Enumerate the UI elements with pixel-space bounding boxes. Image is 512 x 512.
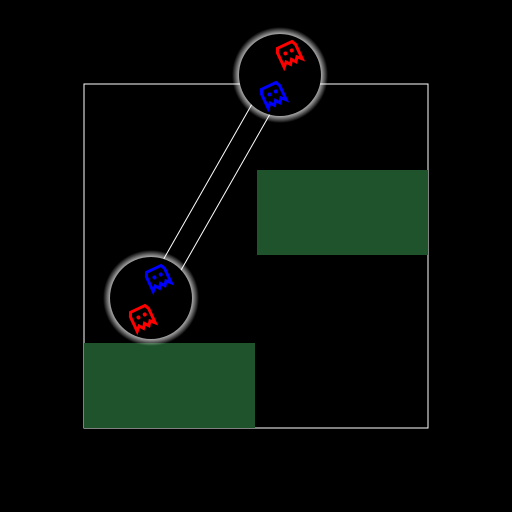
portal-bottom xyxy=(103,250,199,346)
portal-top xyxy=(232,27,328,123)
block-left-lower xyxy=(84,343,255,428)
red-agent-top[interactable] xyxy=(274,39,304,69)
tether-line-left xyxy=(161,103,253,263)
block-right-upper xyxy=(257,170,428,255)
tether-line-right xyxy=(179,113,271,273)
blue-agent-bottom[interactable] xyxy=(143,263,173,293)
blue-agent-top[interactable] xyxy=(258,80,288,110)
red-agent-bottom[interactable] xyxy=(127,303,157,333)
